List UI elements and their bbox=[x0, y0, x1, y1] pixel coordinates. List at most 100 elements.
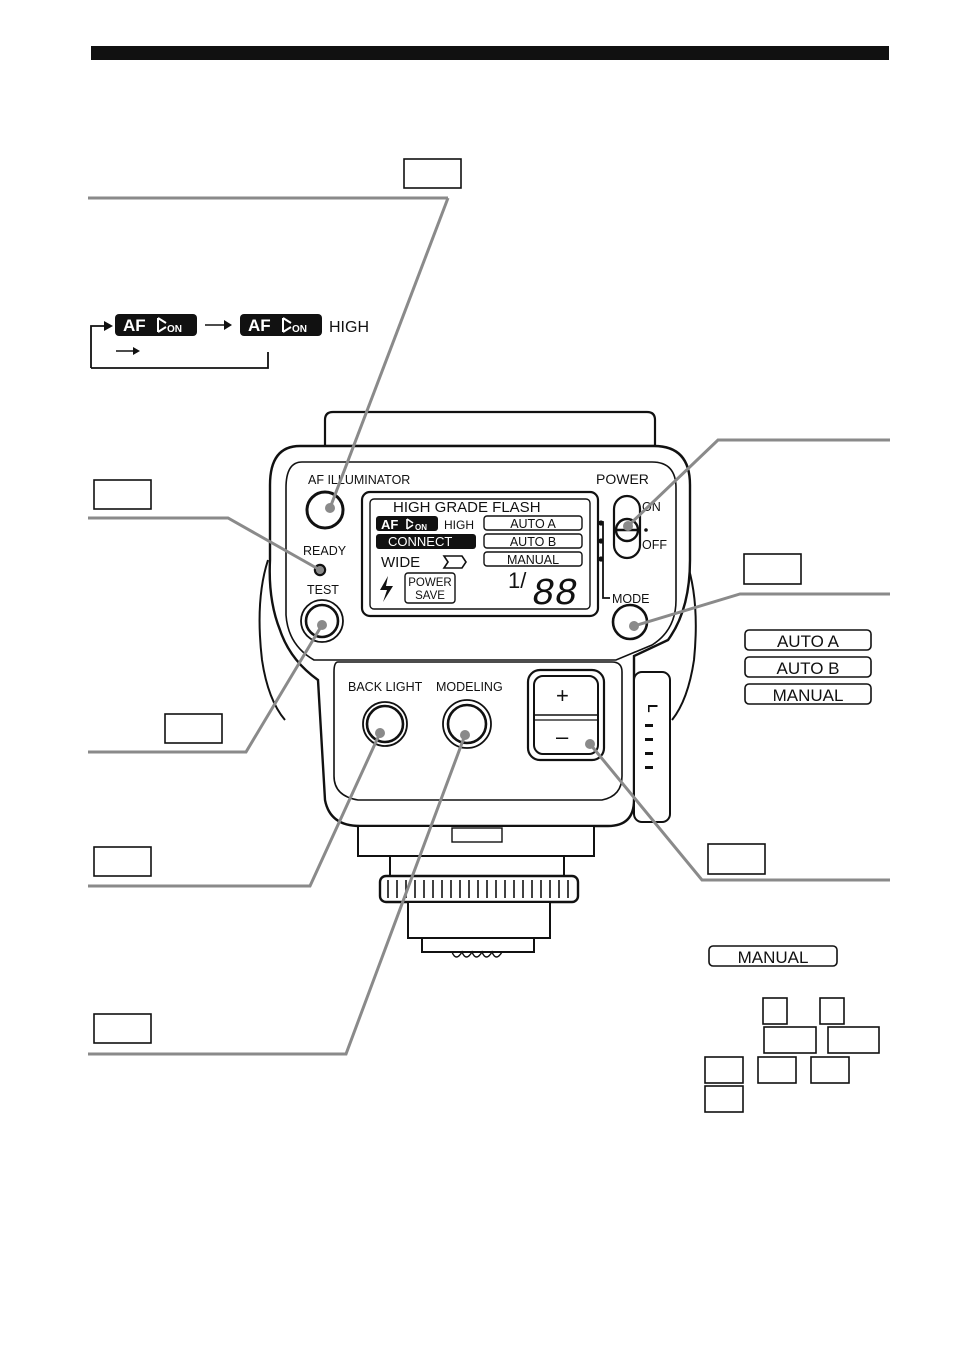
ref-box-small bbox=[704, 1085, 744, 1113]
reference-boxes bbox=[93, 479, 880, 1113]
af-badge-2-on: ON bbox=[292, 324, 307, 335]
leader-modeling bbox=[88, 734, 467, 1056]
test-label: TEST bbox=[307, 583, 339, 597]
mode-label: MODE bbox=[612, 592, 650, 606]
lcd-lamp-icon bbox=[406, 518, 414, 530]
af-illuminator-button[interactable] bbox=[305, 490, 345, 530]
leader-dot bbox=[317, 620, 327, 630]
leader-dot bbox=[316, 566, 324, 574]
leader-dot bbox=[585, 739, 595, 749]
flash-unit: L AF ILLUMINATOR POWER READY TEST MODE B… bbox=[258, 410, 697, 958]
mode-auto-b: AUTO B bbox=[777, 659, 840, 678]
ref-box-ready bbox=[93, 479, 152, 510]
plus-button[interactable]: + bbox=[556, 683, 569, 708]
af-high-label: HIGH bbox=[329, 319, 369, 336]
leader-mode bbox=[633, 592, 890, 628]
leader-back-light bbox=[88, 732, 382, 888]
ref-box-small bbox=[819, 997, 845, 1025]
af-badge-2-label: AF bbox=[248, 316, 271, 335]
mode-auto-a: AUTO A bbox=[777, 632, 840, 651]
minus-button[interactable]: – bbox=[556, 724, 569, 749]
bracket-dot bbox=[598, 538, 604, 544]
leader-level bbox=[588, 743, 890, 882]
back-light-button[interactable] bbox=[365, 704, 405, 744]
ref-box-back-light bbox=[93, 846, 152, 877]
mode-manual: MANUAL bbox=[773, 686, 844, 705]
manual-indicator-frame bbox=[708, 945, 838, 967]
lcd-auto-b-frame bbox=[483, 533, 583, 549]
lcd-flash-icon bbox=[380, 576, 393, 602]
cycle-return-line bbox=[91, 352, 269, 369]
lower-panel bbox=[333, 661, 623, 801]
bracket-dot bbox=[598, 556, 604, 562]
lcd-af-label: AF bbox=[381, 517, 398, 532]
power-label: POWER bbox=[596, 471, 649, 487]
leader-dot bbox=[460, 730, 470, 740]
lcd-auto-b: AUTO B bbox=[510, 535, 556, 549]
ready-label: READY bbox=[303, 544, 347, 558]
power-on-label: ON bbox=[642, 500, 661, 514]
mode-auto-a-frame bbox=[744, 629, 872, 651]
lcd-battery-icon bbox=[442, 555, 467, 569]
ref-box-small bbox=[704, 1056, 744, 1084]
unit-face bbox=[285, 461, 677, 661]
mode-button[interactable] bbox=[611, 603, 649, 641]
af-illuminator-label: AF ILLUMINATOR bbox=[308, 473, 410, 487]
scale-tick bbox=[645, 738, 653, 741]
af-badge-1 bbox=[115, 314, 197, 336]
leader-lines bbox=[88, 197, 890, 1056]
scale-mark-l: L bbox=[645, 704, 661, 713]
af-lamp-icon bbox=[282, 317, 292, 333]
leader-dot bbox=[623, 521, 633, 531]
leader-dot bbox=[629, 621, 639, 631]
leader-ready bbox=[88, 516, 321, 572]
foot-notch bbox=[451, 827, 503, 843]
lcd-power-save-1: POWER bbox=[408, 577, 451, 589]
cycle-arrowhead bbox=[104, 321, 113, 331]
right-grip bbox=[671, 559, 697, 721]
header-rule bbox=[91, 46, 889, 60]
ref-box-modeling bbox=[93, 1013, 152, 1044]
ref-box-medium bbox=[827, 1026, 880, 1054]
foot-base bbox=[407, 901, 551, 939]
scale-tick bbox=[645, 766, 653, 769]
ref-box-af bbox=[403, 158, 462, 189]
cycle-small-arrowhead bbox=[133, 347, 140, 355]
power-dot bbox=[644, 528, 648, 532]
leader-af-illuminator bbox=[328, 197, 450, 509]
lcd-af-on: ON bbox=[415, 523, 427, 532]
ref-box-level bbox=[707, 843, 766, 875]
lcd-auto-a-frame bbox=[483, 515, 583, 531]
scale-tick bbox=[645, 724, 653, 727]
af-lamp-icon bbox=[157, 317, 167, 333]
lcd-connect-badge bbox=[376, 534, 476, 549]
ref-box-medium bbox=[763, 1026, 817, 1054]
lcd-manual-frame bbox=[483, 551, 583, 567]
mode-manual-frame bbox=[744, 683, 872, 705]
modeling-button[interactable] bbox=[446, 703, 488, 745]
ref-box-test bbox=[164, 713, 223, 744]
lock-ring-knurl bbox=[387, 880, 569, 898]
lcd-power-save-frame bbox=[404, 572, 456, 604]
side-scale-housing bbox=[633, 671, 671, 823]
lcd-fraction: 1/ bbox=[508, 568, 527, 593]
ref-box-small bbox=[810, 1056, 850, 1084]
af-badge-2 bbox=[240, 314, 322, 336]
lcd-power-save-2: SAVE bbox=[415, 590, 445, 602]
mode-auto-b-frame bbox=[744, 656, 872, 678]
modeling-label: MODELING bbox=[436, 680, 503, 694]
leader-dot bbox=[325, 503, 335, 513]
lcd-wide: WIDE bbox=[381, 554, 420, 571]
cycle-line bbox=[90, 325, 104, 368]
ref-box-mode bbox=[743, 553, 802, 585]
ref-box-small bbox=[762, 997, 788, 1025]
power-off-label: OFF bbox=[642, 538, 667, 552]
lcd-manual: MANUAL bbox=[507, 553, 559, 567]
af-badge-1-label: AF bbox=[123, 316, 146, 335]
ref-box-small bbox=[757, 1056, 797, 1084]
leader-test bbox=[88, 624, 324, 754]
manual-indicator: MANUAL bbox=[738, 948, 809, 967]
foot-contacts bbox=[451, 950, 503, 958]
mode-list: AUTO A AUTO B MANUAL MANUAL bbox=[708, 629, 872, 967]
